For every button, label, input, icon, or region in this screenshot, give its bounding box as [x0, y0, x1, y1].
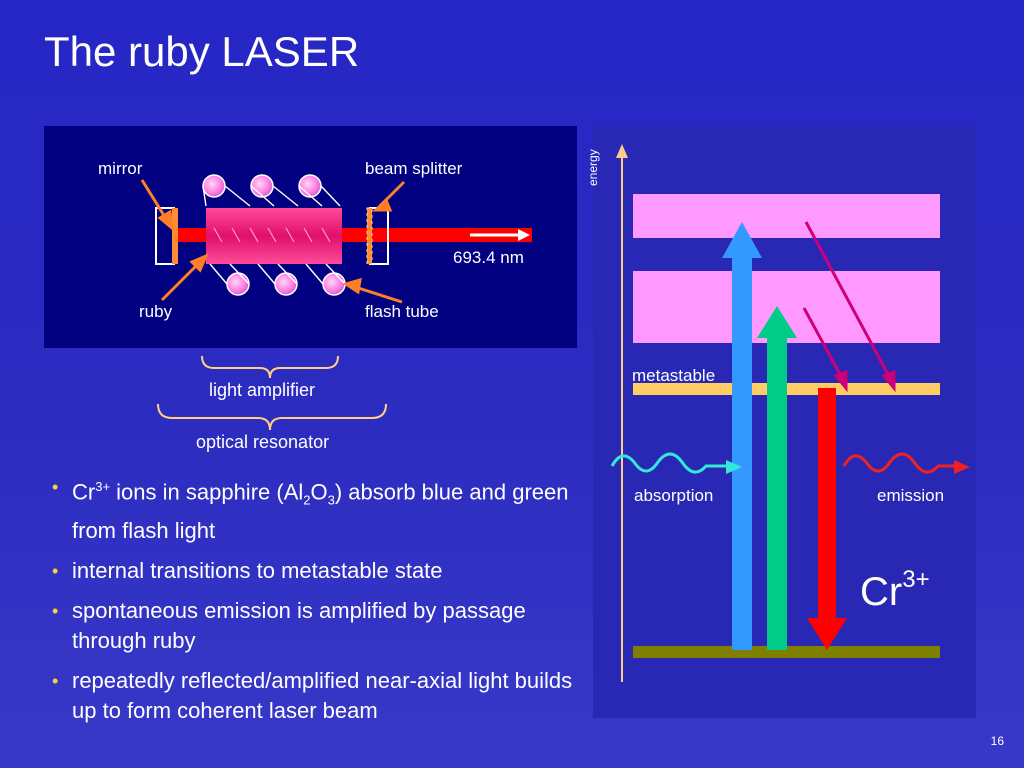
metastable-label: metastable	[632, 366, 716, 385]
energy-axis	[616, 144, 628, 682]
wavelength-label: 693.4 nm	[453, 248, 524, 267]
ruby-rod	[206, 208, 342, 264]
bullet-list: •Cr3+ ions in sapphire (Al2O3) absorb bl…	[48, 472, 588, 736]
output-arrow	[470, 229, 530, 241]
mirror-label: mirror	[98, 159, 143, 178]
flash-lamps-bottom	[209, 263, 346, 296]
optical-resonator-brace	[157, 403, 387, 431]
nonradiative-decay-arrows	[802, 221, 896, 393]
mirror	[155, 207, 178, 265]
bullet-dot: •	[52, 670, 59, 691]
bullet-item: •spontaneous emission is amplified by pa…	[52, 597, 526, 653]
emission-wave	[842, 452, 970, 474]
bullet-dot: •	[52, 560, 59, 581]
optical-resonator-label: optical resonator	[196, 432, 330, 452]
ruby-label: ruby	[139, 302, 173, 321]
beam-splitter-label: beam splitter	[365, 159, 463, 178]
blue-absorption-arrow	[722, 222, 762, 650]
flash-tube-label: flash tube	[365, 302, 439, 321]
green-absorption-arrow	[757, 306, 797, 650]
absorption-wave	[610, 452, 742, 474]
bullet-item: •internal transitions to metastable stat…	[48, 556, 588, 586]
absorption-label: absorption	[634, 486, 714, 505]
bullet-item: •Cr3+ ions in sapphire (Al2O3) absorb bl…	[48, 472, 588, 546]
page-number: 16	[990, 734, 1004, 748]
emission-label: emission	[877, 486, 945, 505]
light-amplifier-label: light amplifier	[209, 380, 316, 400]
bullet-dot: •	[52, 477, 59, 497]
label-pointers	[140, 179, 406, 304]
slide-title: The ruby LASER	[44, 28, 360, 75]
bullet-item: •repeatedly reflected/amplified near-axi…	[52, 667, 573, 723]
light-amplifier-brace	[201, 355, 339, 379]
ground-level	[633, 646, 940, 658]
flash-tube-wire	[202, 185, 341, 207]
upper-pump-band	[633, 194, 940, 238]
flash-lamps-top	[202, 174, 341, 207]
ion-label: Cr3+	[860, 566, 930, 614]
red-emission-arrow	[807, 388, 847, 650]
bullet-dot: •	[52, 600, 59, 621]
flash-tube-wire	[209, 263, 346, 285]
energy-axis-label: energy	[586, 149, 600, 186]
